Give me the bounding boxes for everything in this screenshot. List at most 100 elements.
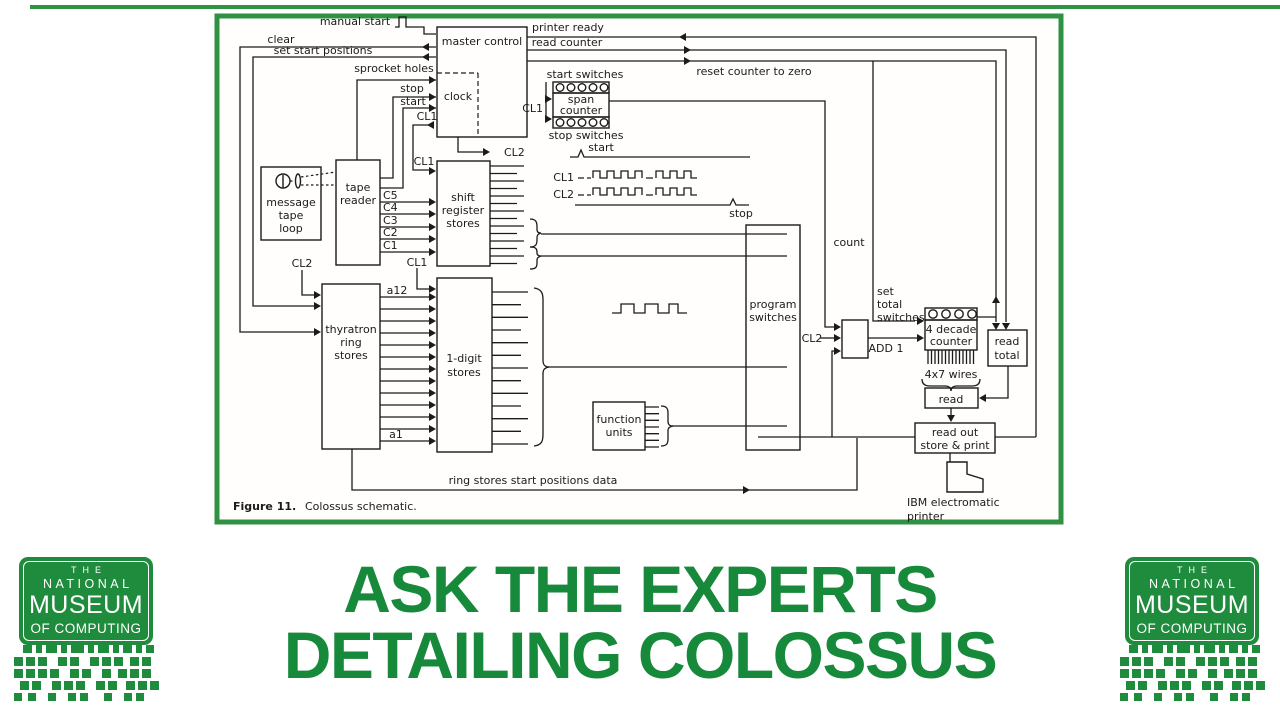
label-program-2: switches xyxy=(749,311,797,324)
label-1digit-1: 1-digit xyxy=(446,352,482,365)
label-span-1: span xyxy=(568,93,594,106)
tnmoc-logo-right: THE NATIONAL MUSEUM OF COMPUTING xyxy=(1118,557,1266,703)
label-clear: clear xyxy=(267,33,295,46)
label-readout-2: store & print xyxy=(920,439,990,452)
label-shift-3: stores xyxy=(446,217,480,230)
label-read-counter: read counter xyxy=(532,36,603,49)
span-counter-switch-circles xyxy=(555,82,609,127)
label-read-total-2: total xyxy=(994,349,1019,362)
label-a12: a12 xyxy=(387,284,408,297)
function-units-box xyxy=(592,401,646,451)
label-span-2: counter xyxy=(560,104,603,117)
label-cl1-span: CL1 xyxy=(522,102,543,115)
label-cl2-left: CL2 xyxy=(292,257,313,270)
label-thyratron-1: thyratron xyxy=(325,323,376,336)
label-c1: C1 xyxy=(383,239,398,252)
label-thyratron-3: stores xyxy=(334,349,368,362)
label-c5: C5 xyxy=(383,189,398,202)
arrowheads xyxy=(314,33,1010,494)
add1-box xyxy=(841,319,869,359)
tape-reader-box xyxy=(335,159,381,266)
program-switches-box xyxy=(745,224,801,451)
label-cl1-clock: CL1 xyxy=(417,110,438,123)
caption-number: Figure 11. xyxy=(233,500,296,513)
caption-text: Colossus schematic. xyxy=(305,500,417,513)
label-4x7-wires: 4x7 wires xyxy=(925,368,978,381)
label-cl1-waveform: CL1 xyxy=(553,171,574,184)
wires xyxy=(239,16,1037,491)
logo-the: THE xyxy=(71,565,107,575)
label-set-total-1: set xyxy=(877,285,894,298)
label-stop: stop xyxy=(400,82,424,95)
label-cl1-shift: CL1 xyxy=(414,155,435,168)
label-stop-switches: stop switches xyxy=(549,129,624,142)
label-ring-stores-data: ring stores start positions data xyxy=(449,474,618,487)
label-cl2-clock-out: CL2 xyxy=(504,146,525,159)
label-c2: C2 xyxy=(383,226,398,239)
logo-keyboard-pixels xyxy=(1120,645,1265,701)
schematic-panel: manual start clear set start positions s… xyxy=(214,13,1064,525)
label-thyratron-2: ring xyxy=(340,336,362,349)
logo-of-computing: OF COMPUTING xyxy=(30,621,142,636)
logo-of-computing: OF COMPUTING xyxy=(1136,621,1248,636)
label-function-1: function xyxy=(597,413,642,426)
colossus-schematic: manual start clear set start positions s… xyxy=(214,13,1064,525)
read-total-box xyxy=(987,329,1028,367)
label-cl2-add1: CL2 xyxy=(802,332,823,345)
shift-register-stores-box xyxy=(436,160,491,267)
logo-keyboard-pixels xyxy=(14,645,159,701)
label-tape-reader-2: reader xyxy=(340,194,377,207)
label-tape-reader-1: tape xyxy=(346,181,371,194)
label-start-switches: start switches xyxy=(547,68,624,81)
label-message-3: loop xyxy=(279,222,303,235)
title-line-2: DETAILING COLOSSUS xyxy=(283,618,998,692)
message-tape-loop-box xyxy=(260,166,322,241)
logo-monitor: THE NATIONAL MUSEUM OF COMPUTING xyxy=(1125,557,1259,645)
label-1digit-2: stores xyxy=(447,366,481,379)
title-line-1: ASK THE EXPERTS xyxy=(343,552,938,626)
label-printer-ready: printer ready xyxy=(532,21,604,34)
label-message-2: tape xyxy=(279,209,304,222)
decade-counter-switch-circles xyxy=(928,309,977,319)
label-ibm-1: IBM electromatic xyxy=(907,496,1000,509)
logo-the: THE xyxy=(1177,565,1213,575)
label-sprocket-holes: sprocket holes xyxy=(354,62,434,75)
label-clock: clock xyxy=(444,90,473,103)
logo-museum: MUSEUM xyxy=(1134,591,1250,619)
braces xyxy=(529,218,981,447)
lens-icon xyxy=(294,173,302,189)
label-set-start-positions: set start positions xyxy=(274,44,373,57)
label-set-total-3: switches xyxy=(877,311,925,324)
logo-museum: MUSEUM xyxy=(28,591,144,619)
logo-national: NATIONAL xyxy=(42,577,133,591)
label-set-total-2: total xyxy=(877,298,902,311)
label-decade-1: 4 decade xyxy=(926,323,977,336)
read-out-store-print-box xyxy=(914,422,996,454)
label-reset-counter: reset counter to zero xyxy=(696,65,812,78)
label-read: read xyxy=(939,393,964,406)
label-read-total-1: read xyxy=(995,335,1020,348)
master-control-box xyxy=(436,26,528,138)
thyratron-ring-stores-box xyxy=(321,283,381,450)
label-master-control: master control xyxy=(442,35,522,48)
label-message-1: message xyxy=(266,196,316,209)
printer-icon xyxy=(946,461,984,493)
label-function-2: units xyxy=(605,426,632,439)
video-title: ASK THE EXPERTS DETAILING COLOSSUS xyxy=(150,556,1130,688)
label-c4: C4 xyxy=(383,201,398,214)
boxes xyxy=(260,26,1028,493)
label-program-1: program xyxy=(750,298,797,311)
label-start-waveform: start xyxy=(588,141,614,154)
top-accent-bar xyxy=(30,5,1280,9)
label-shift-1: shift xyxy=(451,191,475,204)
read-box xyxy=(924,387,979,409)
figure-caption: Figure 11. Colossus schematic. xyxy=(233,500,417,513)
label-stop-waveform: stop xyxy=(729,207,753,220)
panel-border xyxy=(214,13,1064,525)
label-count: count xyxy=(833,236,865,249)
diagram-labels: manual start clear set start positions s… xyxy=(266,15,1019,523)
label-start: start xyxy=(400,95,426,108)
four-decade-counter-box xyxy=(924,319,978,351)
logo-national: NATIONAL xyxy=(1148,577,1239,591)
